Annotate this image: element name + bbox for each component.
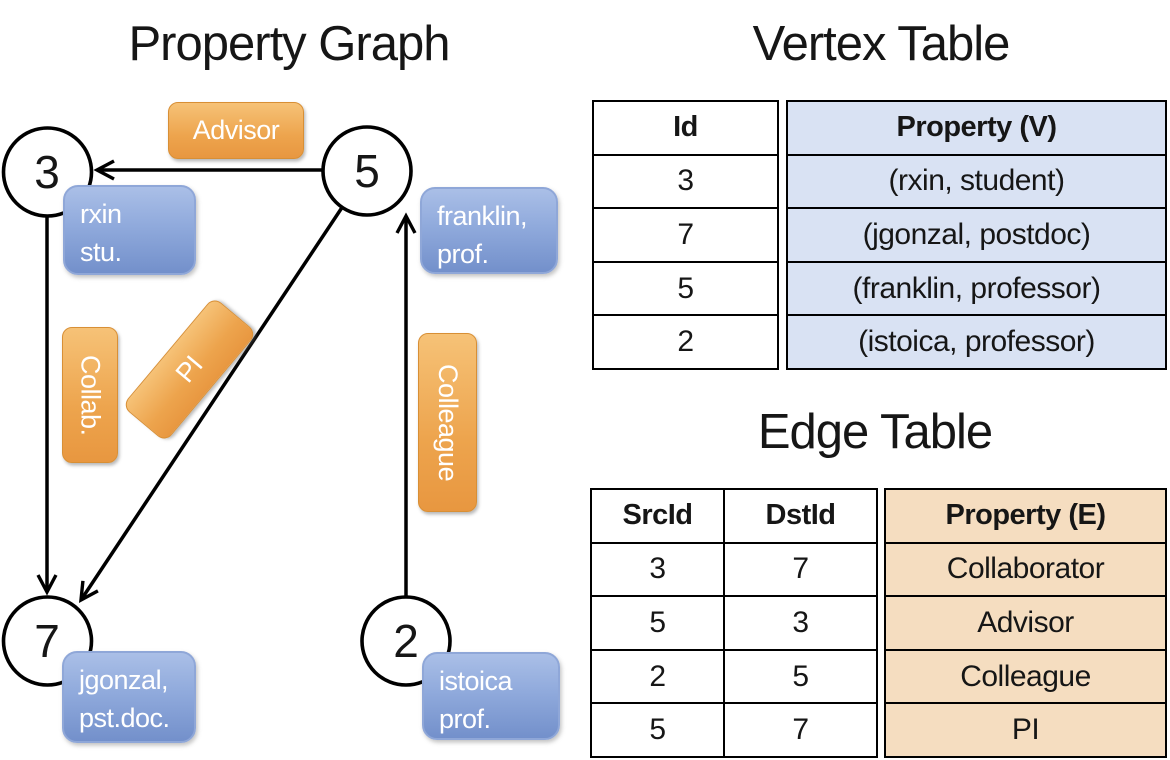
vertex-id-3: 3 [34,146,60,198]
node-card-jgonzal: jgonzal, pst.doc. [62,651,196,743]
edge-label-advisor: Advisor [168,102,304,159]
table-cell: 5 [723,650,876,703]
vertex-id-5: 5 [354,145,380,197]
vertex-table-id-column: Id 3 7 5 2 [592,100,779,370]
table-cell: (rxin, student) [788,153,1165,208]
edge-table-id-columns: SrcId DstId 3 7 5 3 2 5 5 7 [590,488,878,758]
edge-label-collab: Collab. [62,327,118,463]
table-cell: (franklin, professor) [788,260,1165,315]
edge-label-colleague: Colleague [418,333,477,512]
table-cell: 5 [649,605,666,639]
table-cell: (jgonzal, postdoc) [788,207,1165,261]
table-cell: 5 [649,713,666,747]
table-cell: 3 [649,552,666,586]
table-cell: 2 [594,314,777,368]
table-cell: PI [886,702,1165,756]
table-cell: 7 [723,704,876,756]
vertex-id-7: 7 [34,615,60,667]
edge-pi-5-7 [78,205,345,604]
edge-table-property-column: Property (E) Collaborator Advisor Collea… [884,488,1167,758]
node-card-franklin: franklin, prof. [420,187,558,274]
table-cell: (istoica, professor) [788,314,1165,368]
edge-col-header-dstid: DstId [723,490,876,542]
vertex-id-2: 2 [393,615,419,667]
node-card-istoica: istoica prof. [422,652,560,740]
table-cell: 3 [594,153,777,208]
table-cell: 7 [723,543,876,596]
edge-table-title: Edge Table [757,405,993,459]
table-cell: Advisor [886,595,1165,649]
table-cell: 5 [594,260,777,315]
vertex-col-header-id: Id [673,111,698,144]
table-cell: 3 [723,597,876,649]
vertex-table-property-column: Property (V) (rxin, student) (jgonzal, p… [786,100,1167,370]
table-cell: 7 [594,207,777,261]
vertex-table-title: Vertex Table [752,17,1011,71]
node-card-rxin: rxin stu. [63,185,196,275]
table-cell: Colleague [886,648,1165,703]
table-cell: 2 [649,659,666,693]
edge-col-header-property: Property (E) [945,499,1106,532]
vertex-col-header-property: Property (V) [896,111,1057,144]
property-graph-title: Property Graph [128,17,451,71]
edge-col-header-srcid: SrcId [622,499,693,532]
table-cell: Collaborator [886,541,1165,596]
vertex-circle-5 [321,125,413,217]
